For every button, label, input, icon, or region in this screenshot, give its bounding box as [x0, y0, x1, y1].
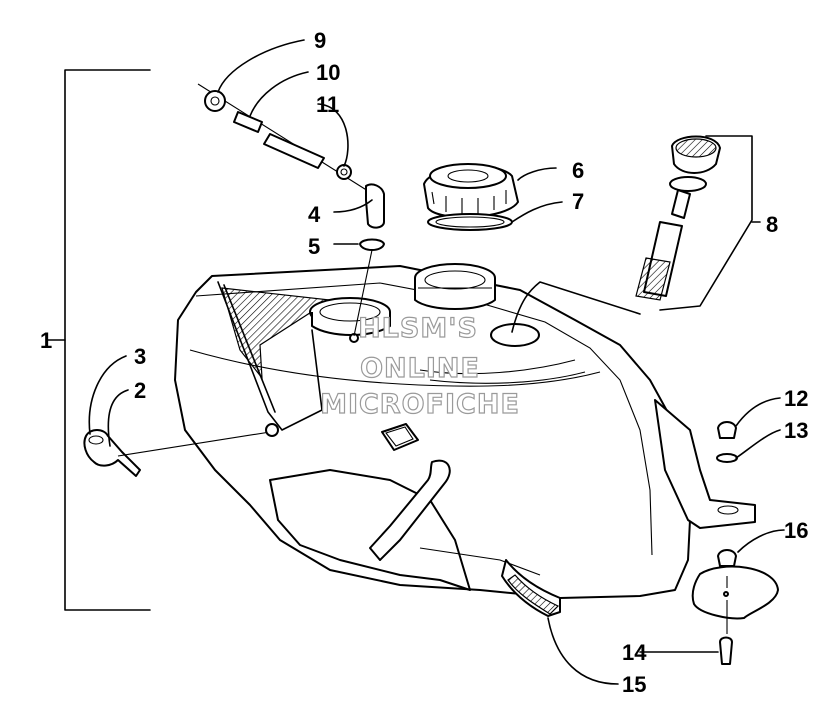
fuel-cap	[423, 163, 519, 231]
callout-9: 9	[314, 28, 326, 53]
callout-6: 6	[572, 158, 584, 183]
callout-3: 3	[134, 344, 146, 369]
callout-16: 16	[784, 518, 808, 543]
callouts: 1 2 3 4 5 6 7 8 9 10 11 12 13 14 15 16	[40, 28, 808, 697]
callout-10: 10	[316, 60, 340, 85]
callout-12: 12	[784, 386, 808, 411]
callout-7: 7	[572, 189, 584, 214]
callout-8: 8	[766, 212, 778, 237]
callout-11: 11	[316, 92, 339, 117]
vent-assembly	[197, 83, 385, 337]
assembly-bracket	[47, 69, 151, 611]
watermark-line-2: ONLINE	[360, 353, 480, 384]
petcock	[83, 423, 279, 477]
leader-lines	[88, 39, 785, 685]
callout-13: 13	[784, 418, 808, 443]
callout-1: 1	[40, 328, 52, 353]
watermark: HLSM'S ONLINE MICROFICHE	[319, 312, 520, 420]
fuel-hose	[369, 459, 561, 617]
callout-15: 15	[622, 672, 646, 697]
watermark-line-3: MICROFICHE	[320, 389, 520, 420]
fuel-gauge-assembly	[635, 135, 761, 311]
mounting-hardware	[691, 421, 779, 665]
callout-14: 14	[622, 640, 647, 665]
callout-5: 5	[308, 234, 320, 259]
callout-4: 4	[308, 202, 321, 227]
watermark-line-1: HLSM'S	[358, 313, 478, 344]
callout-2: 2	[134, 378, 146, 403]
